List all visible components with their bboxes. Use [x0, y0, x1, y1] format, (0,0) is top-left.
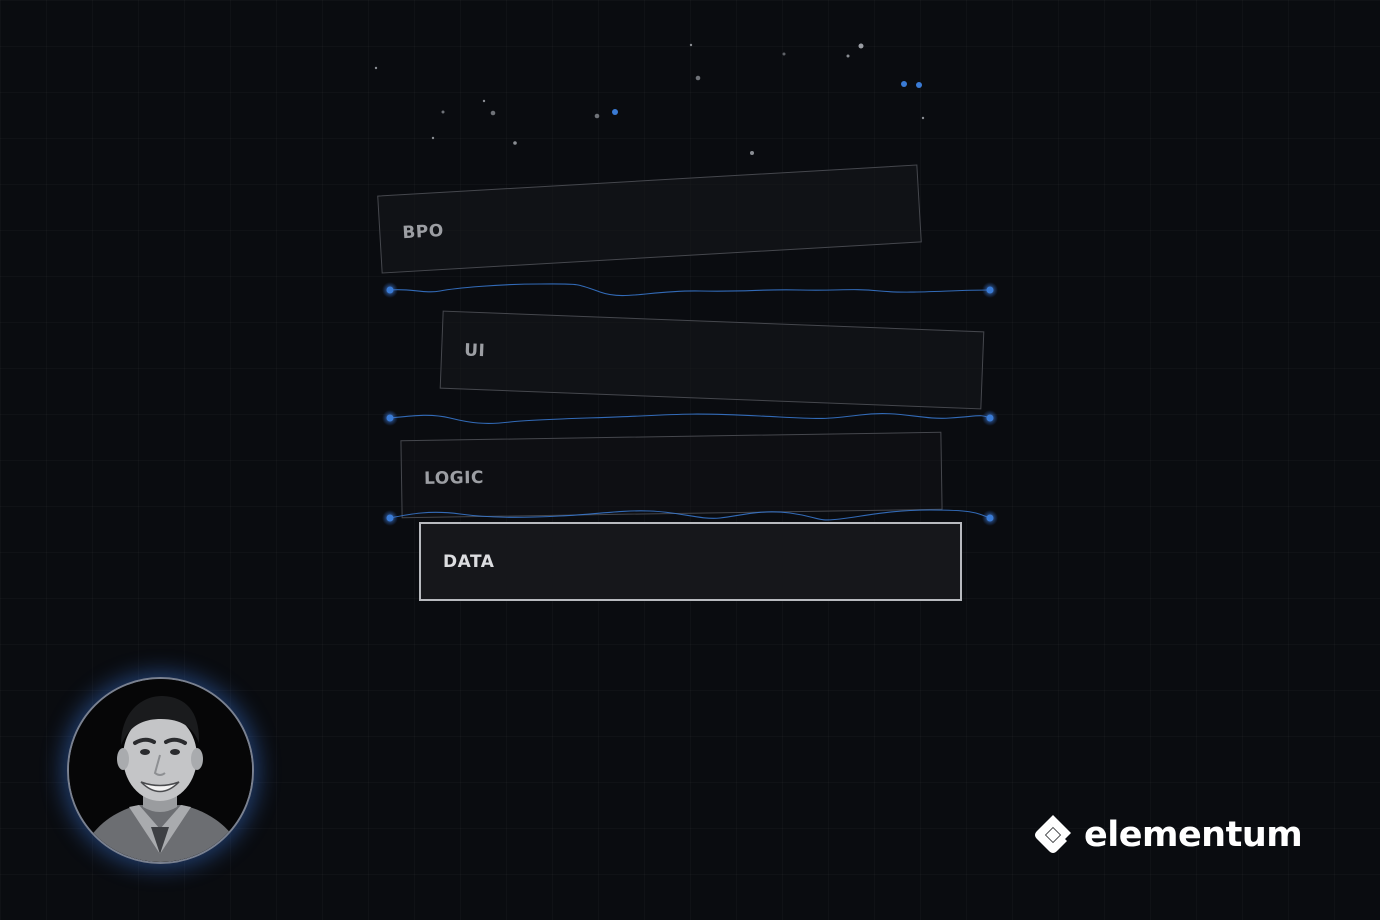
particle: [782, 52, 786, 56]
particle: [689, 43, 693, 47]
particle: [513, 141, 517, 145]
connector-wire: [389, 283, 991, 297]
connector-node: [386, 514, 394, 522]
particle: [846, 54, 850, 58]
particle: [901, 81, 907, 87]
brand-logo: elementum: [1030, 810, 1303, 860]
particle: [431, 136, 435, 140]
particle: [441, 110, 445, 114]
elementum-logo-icon: [1035, 815, 1071, 853]
connector-node: [986, 514, 994, 522]
brand-name: elementum: [1084, 814, 1303, 855]
particle: [612, 109, 618, 115]
connector-wire: [389, 509, 991, 521]
connector-node: [986, 414, 994, 422]
presenter-avatar: [67, 677, 254, 864]
connector-wire: [389, 413, 991, 424]
particle: [916, 82, 922, 88]
person-photo-icon: [69, 679, 252, 862]
layer-label-data: DATA: [443, 551, 495, 572]
particle: [695, 75, 701, 81]
particle: [858, 43, 864, 49]
particle: [482, 99, 486, 103]
connector-node: [986, 286, 994, 294]
layer-data[interactable]: DATA: [419, 522, 962, 601]
particle: [921, 116, 925, 120]
particle: [594, 113, 600, 119]
particle: [374, 66, 378, 70]
particle: [750, 151, 754, 155]
connector-node: [386, 414, 394, 422]
particle: [490, 110, 496, 116]
connector-node: [386, 286, 394, 294]
